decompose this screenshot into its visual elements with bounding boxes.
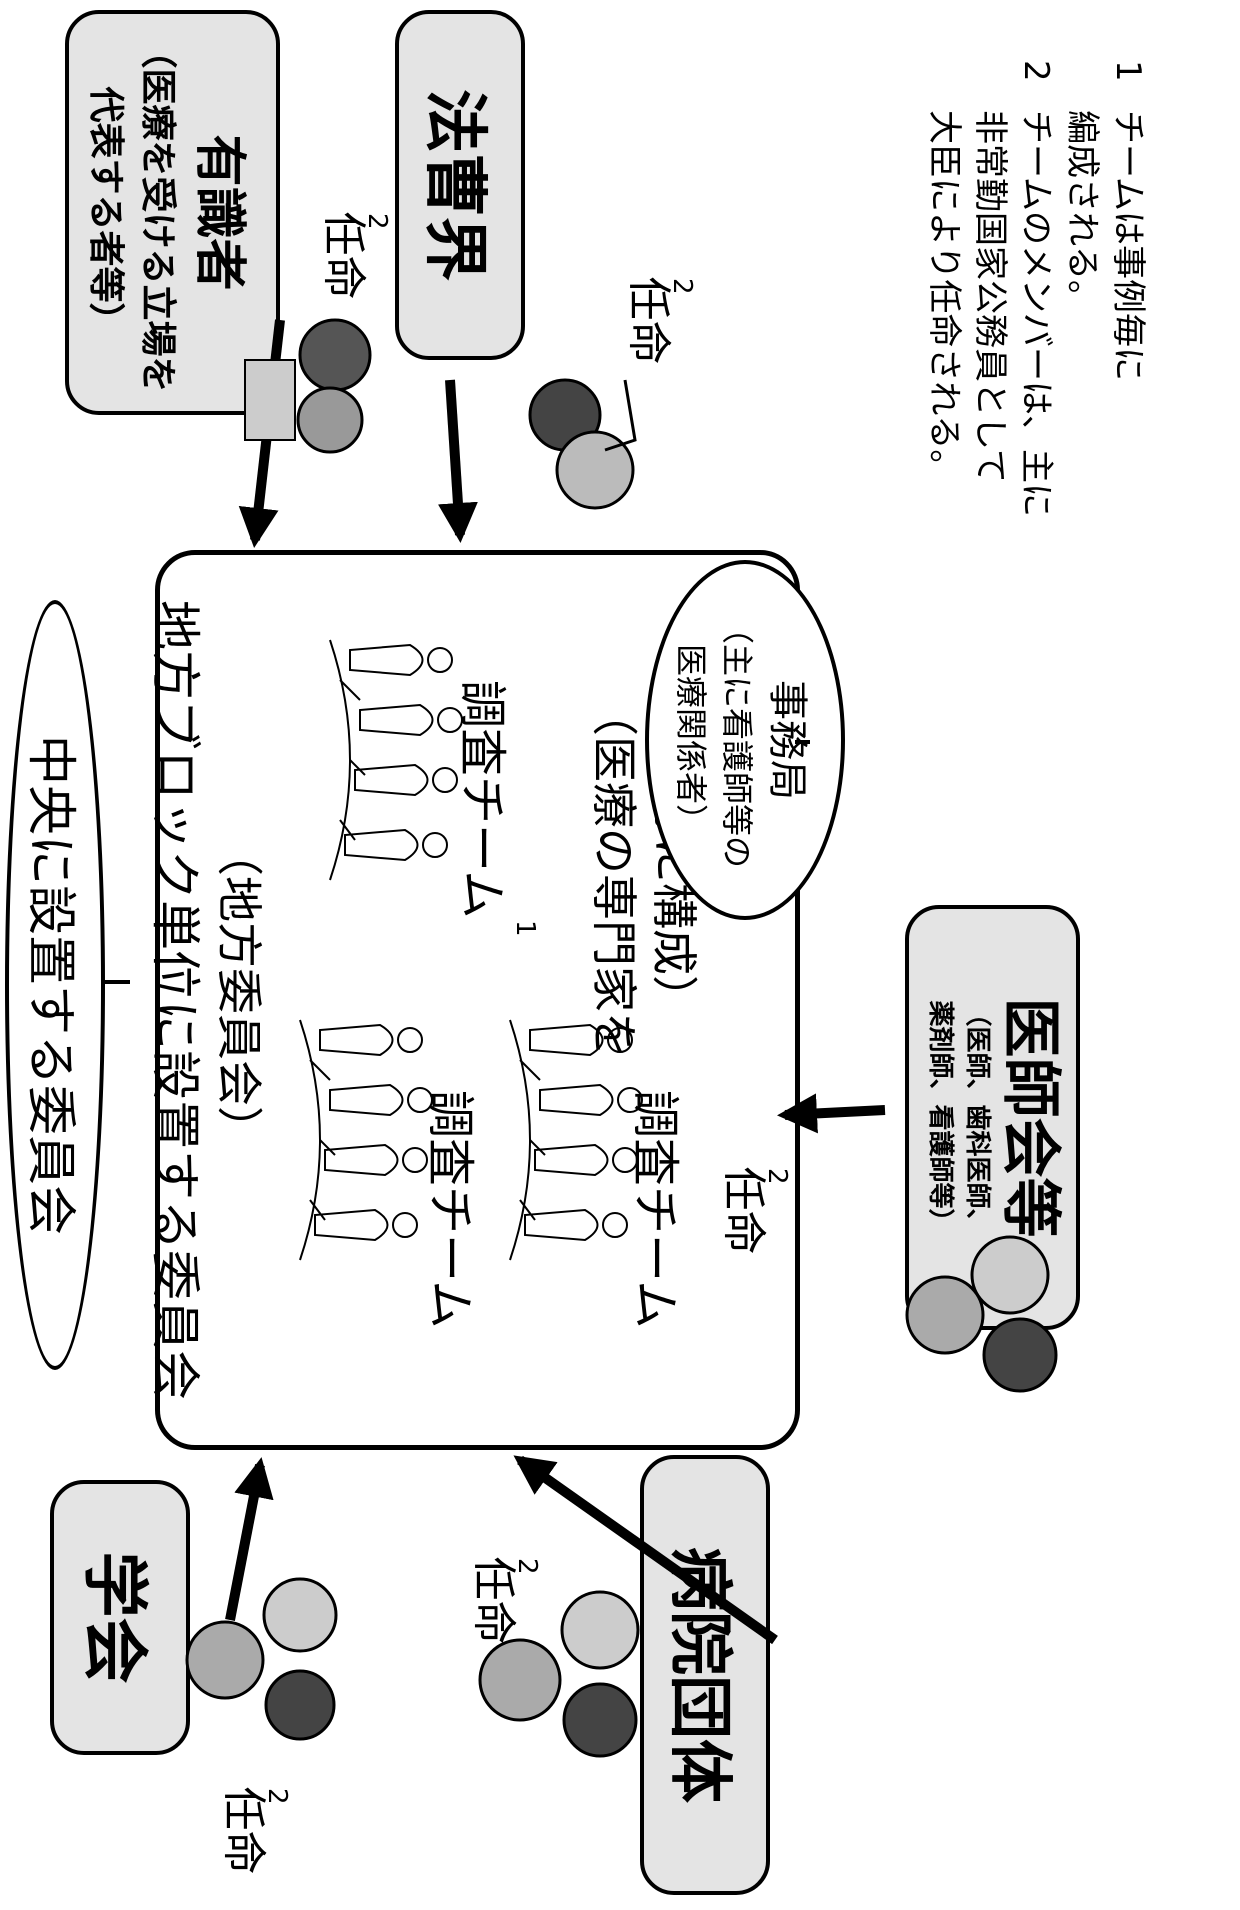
appointment-label-experts: 2任命	[318, 211, 392, 300]
footnote-1-line2: 編成される。	[1062, 110, 1103, 314]
people-icon-experts	[244, 318, 372, 454]
footnote-1-marker: 1	[1108, 60, 1148, 82]
appointment-label-academic-society: 2任命	[218, 1786, 292, 1875]
footnote-2-line2: 非常勤国家公務員として	[970, 110, 1011, 483]
appointment-label-hospital-groups: 2任命	[468, 1556, 542, 1645]
people-icon-legal	[528, 378, 637, 510]
people-icon-hospital-groups	[478, 1590, 640, 1758]
footnote-1-line1: チームは事例毎に	[1108, 110, 1148, 381]
meeting-illustration-2	[299, 1019, 433, 1261]
footnote-2-line1: チームのメンバーは、主に	[1016, 110, 1057, 517]
footnotes: 1 チームは事例毎に 編成される。 2 チームのメンバーは、主に 非常勤国家公務員と…	[921, 60, 1150, 540]
people-icon-medical-associations	[905, 1235, 1058, 1393]
footnote-1: 1 チームは事例毎に 編成される。	[1058, 60, 1150, 540]
arrow-academic-society	[225, 1457, 274, 1621]
footnote-2-line3: 大臣により任命される。	[924, 110, 965, 484]
footnote-2-marker: 2	[1016, 60, 1057, 82]
footnote-2: 2 チームのメンバーは、主に 非常勤国家公務員として 大臣により任命される。	[921, 60, 1059, 540]
appointment-label-medical-associations: 2任命	[718, 1166, 792, 1255]
appointment-label-legal: 2任命	[623, 276, 697, 365]
arrow-hospital-groups	[513, 1455, 778, 1645]
arrow-medical-associations	[777, 1093, 886, 1134]
meeting-illustration-1	[329, 639, 463, 881]
meeting-illustration-3	[509, 1019, 643, 1261]
arrow-legal	[437, 379, 478, 543]
people-icon-academic-society	[185, 1577, 338, 1741]
